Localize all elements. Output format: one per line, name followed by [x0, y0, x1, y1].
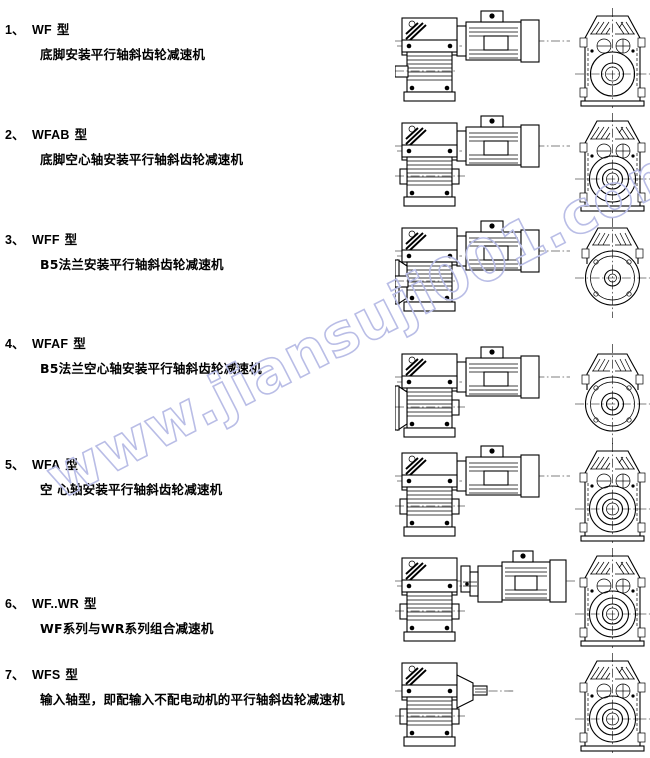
item-index-1: 1、	[5, 23, 25, 37]
side-view-drawing-5	[395, 443, 570, 543]
item-index-2: 2、	[5, 128, 25, 142]
end-view-drawing-1	[575, 8, 650, 108]
model-suffix-6: 型	[84, 596, 97, 611]
end-view-drawing-6	[575, 548, 650, 648]
model-description-6: WF系列与WR系列组合减速机	[40, 621, 214, 636]
end-view-drawing-3	[575, 218, 650, 318]
model-suffix-4: 型	[73, 336, 86, 351]
label-block-1: 1、 WF 型 底脚安装平行轴斜齿轮减速机	[0, 22, 390, 63]
model-name-3: WFF	[32, 233, 60, 247]
label-block-5: 5、 WFA 型 空 心轴安装平行轴斜齿轮减速机	[0, 457, 390, 498]
side-view-drawing-6	[395, 548, 575, 648]
model-suffix-7: 型	[65, 667, 78, 682]
model-name-5: WFA	[32, 458, 61, 472]
model-suffix-3: 型	[64, 232, 78, 247]
end-view-drawing-5	[575, 443, 650, 543]
side-view-drawing-2	[395, 113, 570, 213]
model-heading-6: 6、 WF..WR 型	[0, 596, 390, 612]
model-suffix-1: 型	[56, 22, 70, 37]
model-heading-4: 4、 WFAF 型	[0, 336, 390, 352]
model-name-2: WFAB	[32, 128, 70, 142]
end-view-drawing-4	[575, 344, 650, 444]
label-block-3: 3、 WFF 型 B5法兰安装平行轴斜齿轮减速机	[0, 232, 390, 273]
model-name-6: WF..WR	[32, 597, 80, 611]
item-index-3: 3、	[5, 233, 25, 247]
model-heading-1: 1、 WF 型	[0, 22, 390, 38]
model-description-2: 底脚空心轴安装平行轴斜齿轮减速机	[40, 152, 244, 167]
model-suffix-2: 型	[74, 127, 88, 142]
label-block-4: 4、 WFAF 型 B5法兰空心轴安装平行轴斜齿轮减速机	[0, 336, 390, 377]
item-index-4: 4、	[5, 337, 25, 351]
model-description-1: 底脚安装平行轴斜齿轮减速机	[40, 47, 206, 62]
side-view-drawing-1	[395, 8, 570, 108]
model-description-3: B5法兰安装平行轴斜齿轮减速机	[40, 257, 224, 272]
model-description-4: B5法兰空心轴安装平行轴斜齿轮减速机	[40, 361, 262, 376]
end-view-drawing-2	[575, 113, 650, 213]
model-name-7: WFS	[32, 668, 61, 682]
model-heading-3: 3、 WFF 型	[0, 232, 390, 248]
model-heading-5: 5、 WFA 型	[0, 457, 390, 473]
label-block-2: 2、 WFAB 型 底脚空心轴安装平行轴斜齿轮减速机	[0, 127, 390, 168]
model-name-4: WFAF	[32, 337, 69, 351]
model-description-5: 空 心轴安装平行轴斜齿轮减速机	[40, 482, 223, 497]
item-index-6: 6、	[5, 597, 25, 611]
side-view-drawing-7	[395, 653, 570, 753]
model-suffix-5: 型	[65, 457, 78, 472]
model-description-7: 输入轴型，即配输入不配电动机的平行轴斜齿轮减速机	[40, 692, 345, 707]
model-heading-2: 2、 WFAB 型	[0, 127, 390, 143]
label-block-7: 7、 WFS 型 输入轴型，即配输入不配电动机的平行轴斜齿轮减速机	[0, 667, 390, 708]
model-name-1: WF	[32, 23, 52, 37]
label-block-6: 6、 WF..WR 型 WF系列与WR系列组合减速机	[0, 596, 390, 637]
item-index-5: 5、	[5, 458, 25, 472]
side-view-drawing-3	[395, 218, 570, 318]
side-view-drawing-4	[395, 344, 570, 444]
model-heading-7: 7、 WFS 型	[0, 667, 390, 683]
item-index-7: 7、	[5, 668, 25, 682]
end-view-drawing-7	[575, 653, 650, 753]
